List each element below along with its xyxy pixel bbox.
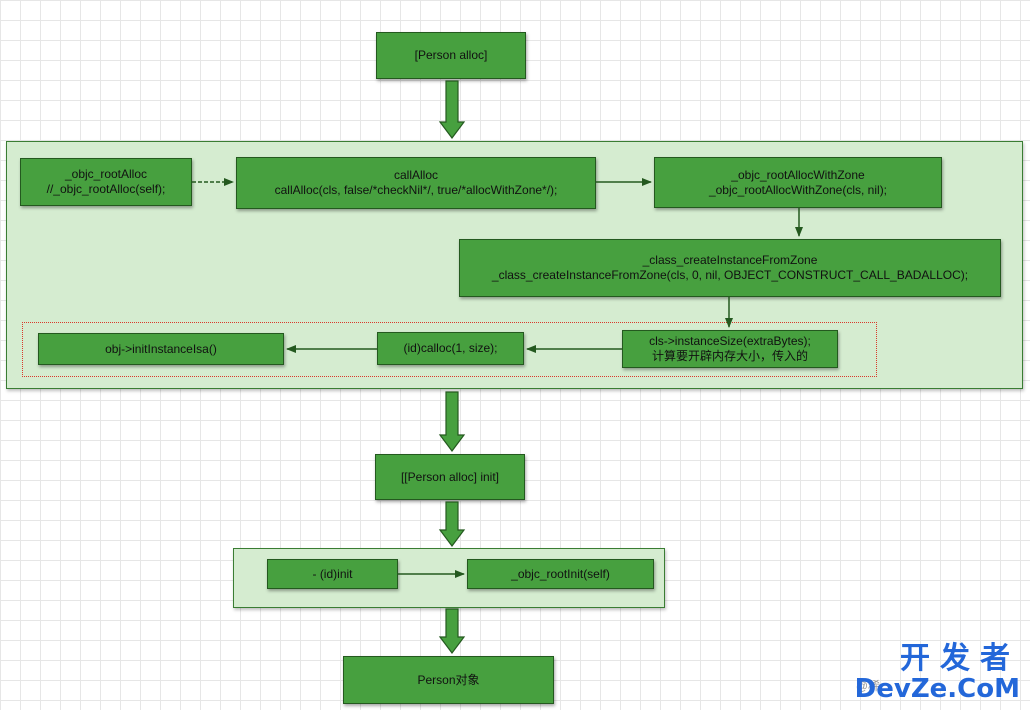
instance-size-title: cls->instanceSize(extraBytes); [649,334,811,348]
person-alloc-init-node[interactable]: [[Person alloc] init] [375,454,525,500]
watermark-logo: 开发者 DevZe.CoM [854,641,1020,704]
calloc-label: (id)calloc(1, size); [403,341,498,355]
id-init-label: - (id)init [312,566,353,581]
person-alloc-label: [Person alloc] [414,48,488,62]
call-alloc-title: callAlloc [393,168,438,182]
instance-size-note: 计算要开辟内存大小，传入的 [651,349,808,363]
objc-root-init-node[interactable]: _objc_rootInit(self) [467,559,654,589]
class-create-instance-node[interactable]: _class_createInstanceFromZone _class_cre… [459,239,1001,297]
person-alloc-node[interactable]: [Person alloc] [376,32,526,79]
instance-size-node[interactable]: cls->instanceSize(extraBytes); 计算要开辟内存大小… [622,330,838,368]
person-alloc-init-label: [[Person alloc] init] [400,469,500,484]
memory-alloc-group [22,322,877,377]
objc-root-alloc-node[interactable]: _objc_rootAlloc //_objc_rootAlloc(self); [20,158,192,206]
watermark-at: @稀 [855,679,880,693]
class-create-instance-title: _class_createInstanceFromZone [642,253,818,267]
root-alloc-with-zone-node[interactable]: _objc_rootAllocWithZone _objc_rootAllocW… [654,157,942,208]
calloc-node[interactable]: (id)calloc(1, size); [377,332,524,365]
person-object-label: Person对象 [417,672,480,687]
objc-root-init-label: _objc_rootInit(self) [511,566,610,581]
call-alloc-call: callAlloc(cls, false/*checkNil*/, true/*… [274,183,558,197]
block-arrow-4 [438,608,466,654]
objc-root-alloc-title: _objc_rootAlloc [64,167,148,181]
class-create-instance-call: _class_createInstanceFromZone(cls, 0, ni… [491,268,969,282]
watermark-en: DevZe.CoM [854,674,1020,704]
person-object-node[interactable]: Person对象 [343,656,554,704]
objc-root-alloc-call: //_objc_rootAlloc(self); [46,182,166,196]
block-arrow-1 [438,80,466,139]
watermark-cn: 开发者 [900,641,1020,676]
block-arrow-3 [438,501,466,547]
init-isa-node[interactable]: obj->initInstanceIsa() [38,333,284,365]
block-arrow-2 [438,391,466,452]
init-isa-label: obj->initInstanceIsa() [105,341,217,356]
id-init-node[interactable]: - (id)init [267,559,398,589]
root-alloc-with-zone-call: _objc_rootAllocWithZone(cls, nil); [708,182,888,197]
call-alloc-node[interactable]: callAlloc callAlloc(cls, false/*checkNil… [236,157,596,209]
root-alloc-with-zone-title: _objc_rootAllocWithZone [731,167,865,182]
